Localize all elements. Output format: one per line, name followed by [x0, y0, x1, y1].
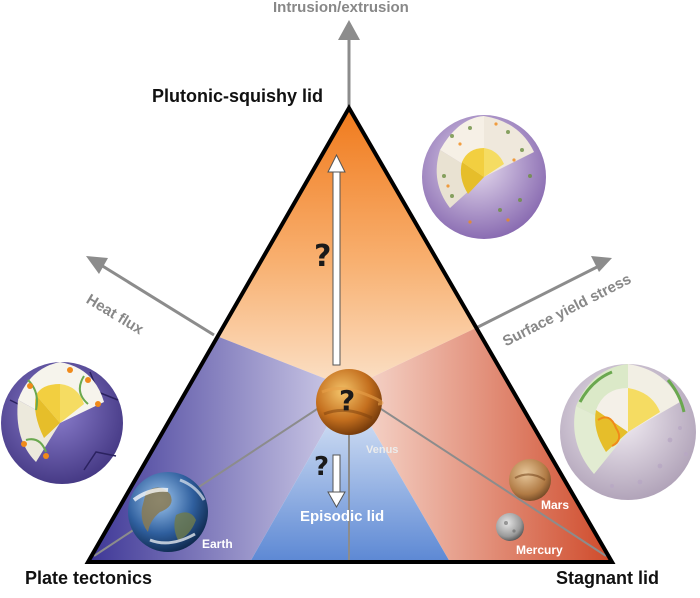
question-mark-upper: ? — [314, 239, 332, 274]
venus-planet-icon — [316, 369, 384, 435]
down-arrow-icon — [327, 454, 346, 509]
question-mark-lower: ? — [314, 452, 330, 482]
plutonic-planet-cutaway-icon — [422, 115, 546, 239]
venus-label: Venus — [366, 444, 399, 456]
stagnant-lid-planet-cutaway-icon — [560, 364, 696, 500]
question-mark-center: ? — [339, 384, 356, 417]
arrowhead-left-icon — [86, 256, 108, 274]
corner-label-top: Plutonic-squishy lid — [152, 86, 324, 106]
corner-label-right: Stagnant lid — [556, 568, 659, 588]
triangle-outline — [84, 103, 616, 564]
axis-left-line — [95, 260, 215, 337]
region-label-episodic: Episodic lid — [300, 508, 385, 525]
axis-lines — [95, 34, 604, 337]
median-right — [348, 387, 607, 557]
up-arrow-icon — [327, 153, 346, 366]
earth-planet-icon — [128, 472, 208, 552]
mars-label: Mars — [541, 498, 570, 512]
region-plutonic — [214, 108, 478, 388]
region-stagnant — [349, 327, 612, 562]
axis-right-line — [477, 262, 604, 329]
axis-label-vertical: Intrusion/extrusion — [273, 0, 409, 16]
corner-label-left: Plate tectonics — [25, 568, 153, 588]
earth-label: Earth — [202, 537, 233, 551]
mercury-planet-icon — [496, 513, 524, 541]
arrowhead-right-icon — [591, 256, 612, 272]
arrowhead-vertical-icon — [338, 20, 360, 40]
plate-tectonics-planet-cutaway-icon — [1, 362, 123, 484]
mercury-label: Mercury — [516, 543, 563, 557]
mars-planet-icon — [509, 459, 551, 501]
